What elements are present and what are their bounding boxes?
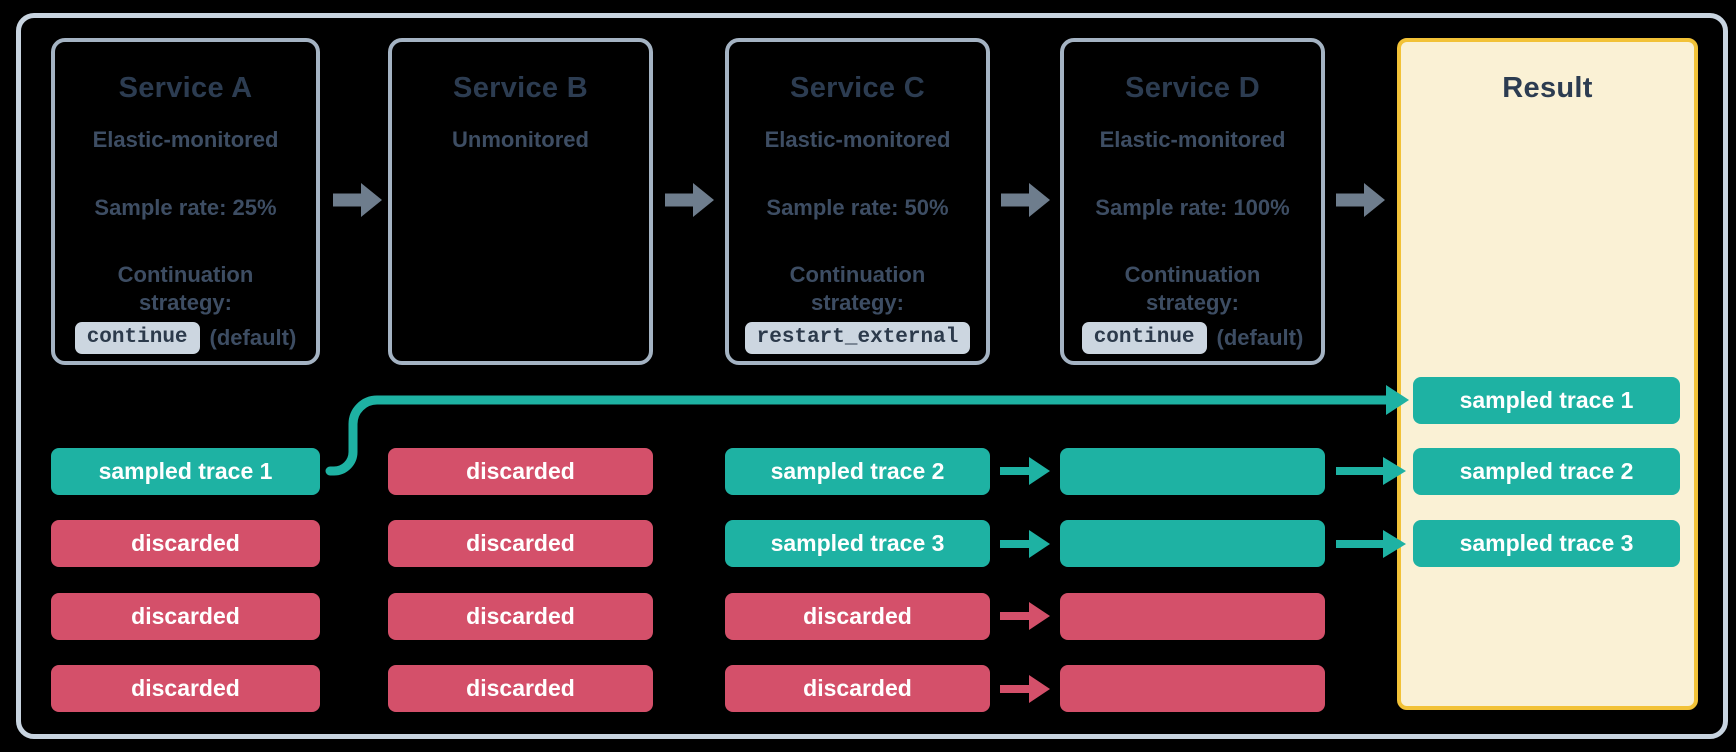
service-c-strategy-row: restart_external [744, 322, 971, 354]
service-a-strategy-label: Continuation strategy: [117, 262, 254, 315]
pill-d-sampled-2 [1060, 520, 1325, 567]
service-d-strategy-row: continue (default) [1081, 322, 1304, 354]
pill-d-discarded-1 [1060, 593, 1325, 640]
diagram-frame [16, 13, 1728, 739]
service-c-title: Service C [790, 72, 925, 104]
service-d-sample-rate: Sample rate: 100% [1095, 195, 1290, 220]
pill-a-discarded-2: discarded [51, 593, 320, 640]
service-c-sample-rate: Sample rate: 50% [766, 195, 949, 220]
service-d-strategy-suffix: (default) [1216, 325, 1304, 350]
service-a-strategy-row: continue (default) [74, 322, 297, 354]
pill-d-sampled-1 [1060, 448, 1325, 495]
service-d-monitoring: Elastic-monitored [1099, 127, 1286, 152]
pill-a-discarded-1: discarded [51, 520, 320, 567]
service-a-strategy-suffix: (default) [209, 325, 297, 350]
result-title: Result [1502, 72, 1593, 104]
service-b-title: Service B [453, 72, 588, 104]
pill-a-discarded-3: discarded [51, 665, 320, 712]
service-d-strategy-chip: continue [1081, 322, 1207, 354]
service-a-monitoring: Elastic-monitored [92, 127, 279, 152]
service-b-monitoring: Unmonitored [452, 127, 589, 152]
pill-b-discarded-3: discarded [388, 593, 653, 640]
service-d-title: Service D [1125, 72, 1260, 104]
pill-result-sampled-trace-2: sampled trace 2 [1413, 448, 1680, 495]
pill-b-discarded-1: discarded [388, 448, 653, 495]
service-d-box: Service D Elastic-monitored Sample rate:… [1060, 38, 1325, 365]
service-c-box: Service C Elastic-monitored Sample rate:… [725, 38, 990, 365]
pill-b-discarded-4: discarded [388, 665, 653, 712]
pill-result-sampled-trace-1: sampled trace 1 [1413, 377, 1680, 424]
service-b-box: Service B Unmonitored [388, 38, 653, 365]
pill-c-discarded-2: discarded [725, 665, 990, 712]
result-box: Result [1397, 38, 1698, 710]
pill-c-sampled-trace-3: sampled trace 3 [725, 520, 990, 567]
service-c-monitoring: Elastic-monitored [764, 127, 951, 152]
pill-c-discarded-1: discarded [725, 593, 990, 640]
pill-c-sampled-trace-2: sampled trace 2 [725, 448, 990, 495]
pill-result-sampled-trace-3: sampled trace 3 [1413, 520, 1680, 567]
service-a-sample-rate: Sample rate: 25% [94, 195, 277, 220]
service-c-strategy-chip: restart_external [744, 322, 971, 354]
service-a-strategy-chip: continue [74, 322, 200, 354]
service-a-box: Service A Elastic-monitored Sample rate:… [51, 38, 320, 365]
pill-d-discarded-2 [1060, 665, 1325, 712]
service-d-strategy-label: Continuation strategy: [1124, 262, 1261, 315]
pill-a-sampled-trace-1: sampled trace 1 [51, 448, 320, 495]
service-a-title: Service A [118, 72, 253, 104]
service-c-strategy-label: Continuation strategy: [789, 262, 926, 315]
pill-b-discarded-2: discarded [388, 520, 653, 567]
